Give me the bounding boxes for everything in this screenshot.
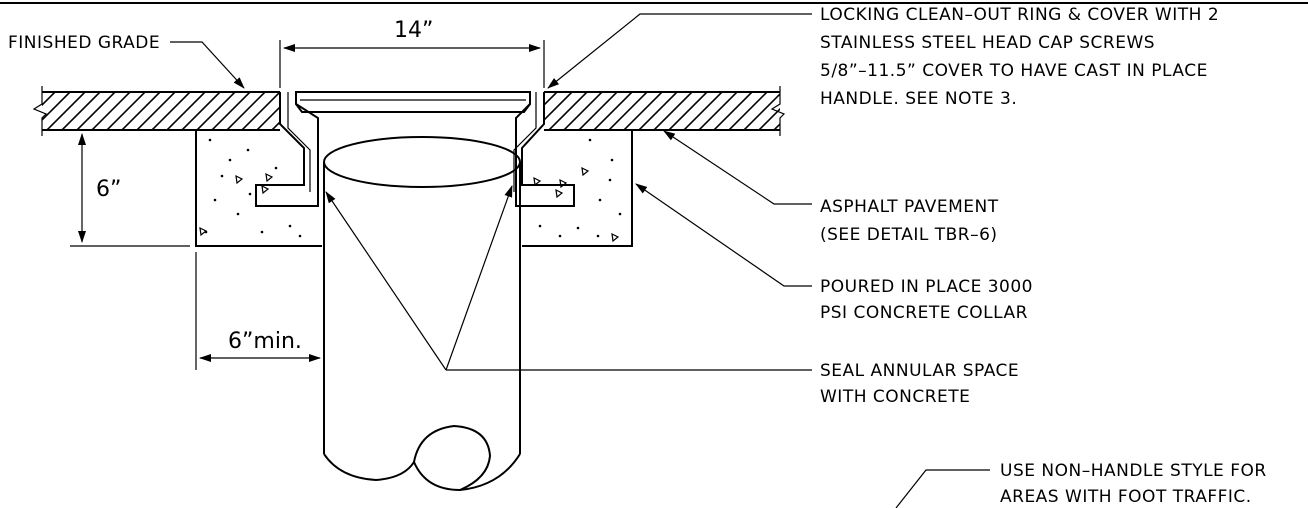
leader-note (895, 469, 990, 508)
label-ring-cover-line4: HANDLE. SEE NOTE 3. (820, 89, 1017, 109)
label-ring-cover-line1: LOCKING CLEAN–OUT RING & COVER WITH 2 (820, 5, 1219, 25)
leader-ring-cover (547, 13, 812, 89)
leader-seal-left (325, 191, 447, 371)
cleanout-cover (295, 91, 531, 113)
dimension-6-label: 6” (96, 177, 121, 202)
break-line-left (32, 86, 48, 136)
concrete-collar-right (522, 130, 633, 247)
label-note-line1: USE NON–HANDLE STYLE FOR (1000, 461, 1267, 481)
label-note-line2: AREAS WITH FOOT TRAFFIC. (1000, 487, 1252, 507)
leader-seal-right (445, 185, 513, 371)
concrete-stipple (199, 138, 622, 243)
break-line-right (770, 86, 786, 136)
label-seal-line2: WITH CONCRETE (820, 387, 970, 407)
dimension-min-clearance: 6”min. (195, 252, 321, 370)
dimension-14-label: 14” (394, 18, 433, 43)
label-collar-line2: PSI CONCRETE COLLAR (820, 303, 1028, 323)
label-asphalt-line1: ASPHALT PAVEMENT (820, 197, 999, 217)
label-asphalt-line2: (SEE DETAIL TBR–6) (820, 225, 998, 245)
label-seal-line1: SEAL ANNULAR SPACE (820, 361, 1019, 381)
dimension-6min-label: 6”min. (228, 329, 302, 354)
dimension-collar-depth: 6” (70, 129, 190, 247)
label-ring-cover-line2: STAINLESS STEEL HEAD CAP SCREWS (820, 33, 1155, 53)
label-finished-grade: FINISHED GRADE (8, 33, 160, 53)
asphalt-pavement-left (42, 91, 280, 131)
leader-collar (635, 183, 812, 287)
asphalt-pavement-right (544, 91, 780, 131)
leader-asphalt (663, 130, 812, 205)
riser-pipe (323, 136, 521, 492)
label-ring-cover-line3: 5/8”–11.5” COVER TO HAVE CAST IN PLACE (820, 61, 1208, 81)
dimension-cover-width: 14” (279, 18, 545, 88)
label-collar-line1: POURED IN PLACE 3000 (820, 277, 1033, 297)
leader-finished-grade (170, 41, 245, 89)
concrete-collar-left (195, 130, 322, 247)
